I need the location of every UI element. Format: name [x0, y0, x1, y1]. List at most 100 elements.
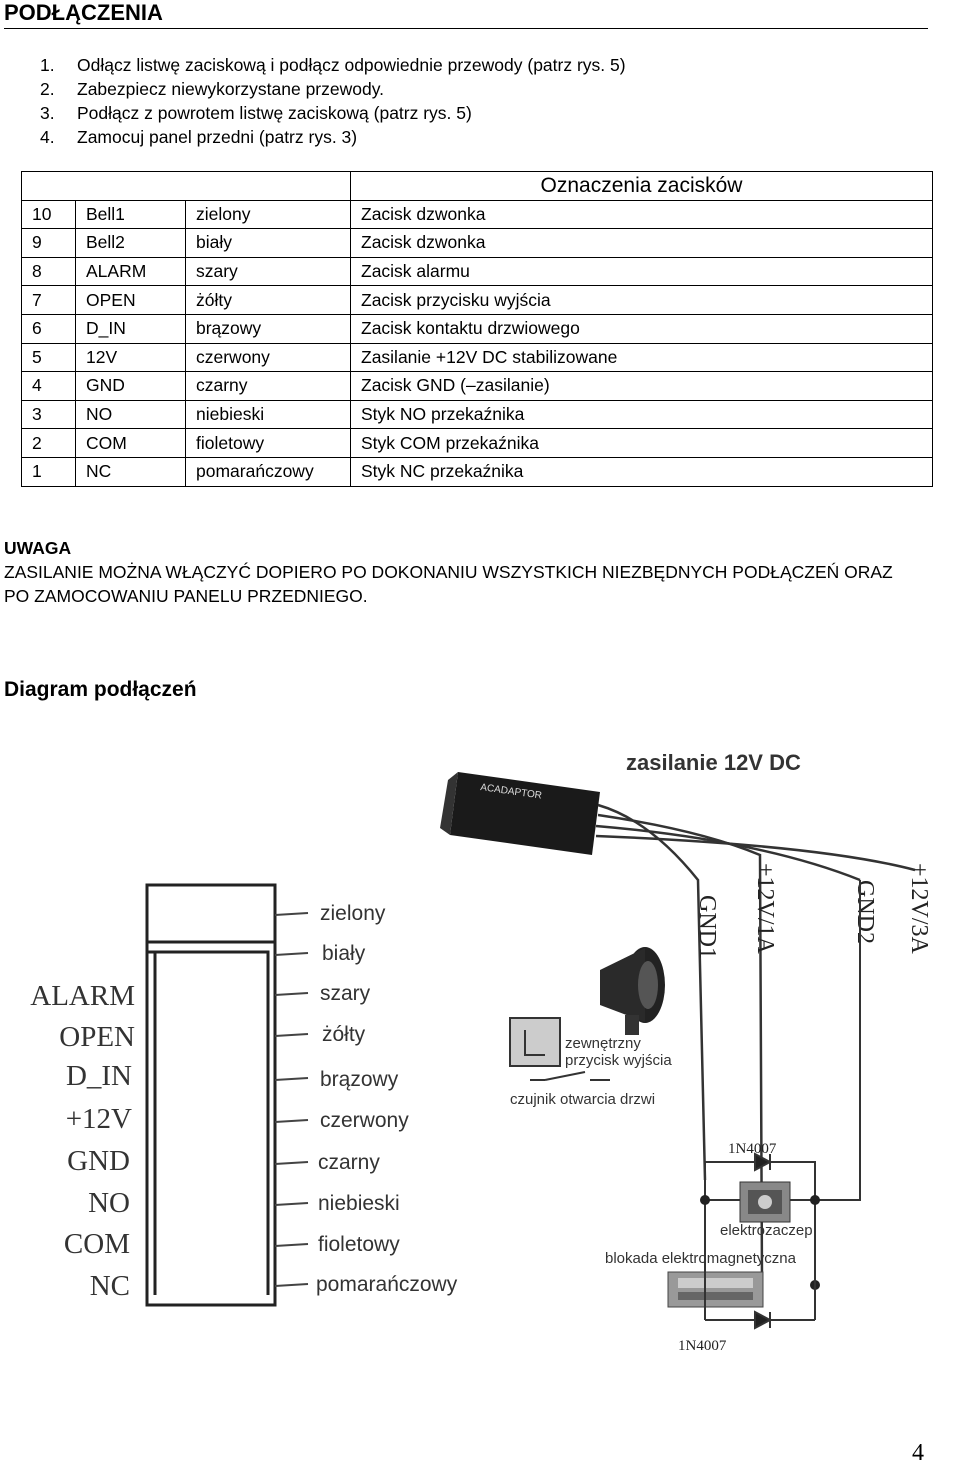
terminal-number: 4 [21, 371, 76, 401]
terminal-description: Styk COM przekaźnika [350, 428, 933, 458]
terminal-name: ALARM [75, 256, 186, 287]
wire-label-orange: pomarańczowy [316, 1273, 458, 1296]
table-header-row: Oznaczenia zacisków [21, 171, 933, 201]
maglock-icon [667, 1271, 764, 1308]
terminal-label-alarm: ALARM [30, 980, 135, 1012]
step-number: 2. [40, 79, 55, 99]
terminal-description: Styk NC przekaźnika [350, 456, 933, 487]
terminal-label-d-in: D_IN [66, 1060, 132, 1092]
step-item: 2.Zabezpiecz niewykorzystane przewody. [40, 77, 626, 101]
siren-icon [600, 947, 665, 1035]
door-sensor-label: czujnik otwarcia drzwi [510, 1091, 655, 1108]
step-text: Odłącz listwę zaciskową i podłącz odpowi… [77, 55, 626, 75]
diode-bottom-label: 1N4007 [678, 1338, 727, 1354]
warning-text: ZASILANIE MOŻNA WŁĄCZYĆ DOPIERO PO DOKON… [4, 562, 893, 606]
wire-label-white: biały [322, 942, 366, 965]
psu-output-labels: GND1 +12V/1A GND2 +12V/3A [694, 863, 932, 959]
terminal-name: COM [75, 428, 186, 458]
power-label: zasilanie 12V DC [626, 750, 801, 775]
wire-color: czarny [185, 371, 351, 401]
wire-color: czerwony [185, 342, 351, 373]
step-number: 1. [40, 55, 55, 75]
wire-color: brązowy [185, 313, 351, 344]
terminal-name: 12V [75, 342, 186, 373]
exit-button-label-line1: zewnętrzny [565, 1035, 641, 1052]
heading-rule [4, 28, 928, 29]
step-item: 4. Zamocuj panel przedni (patrz rys. 3) [40, 125, 626, 149]
wiring-diagram: ALARM OPEN D_IN +12V GND NO COM NC zielo… [30, 750, 932, 1354]
terminal-name: GND [75, 371, 186, 401]
terminal-description: Zacisk alarmu [350, 256, 933, 287]
label-gnd1: GND1 [694, 895, 720, 959]
wire-label-grey: szary [320, 982, 371, 1005]
label-12v-3a: +12V/3A [906, 863, 932, 955]
step-number: 4. [40, 127, 55, 147]
terminal-name: D_IN [75, 313, 186, 344]
terminal-description: Zacisk przycisku wyjścia [350, 285, 933, 315]
wire-color: zielony [185, 199, 351, 230]
terminal-number: 2 [21, 428, 76, 458]
label-gnd2: GND2 [852, 880, 878, 944]
terminal-number: 3 [21, 399, 76, 430]
warning-title: UWAGA [4, 538, 72, 558]
wire-color: żółty [185, 285, 351, 315]
wire-label-brown: brązowy [320, 1068, 399, 1091]
page-number: 4 [912, 1440, 924, 1466]
wire-label-violet: fioletowy [318, 1233, 400, 1256]
terminal-description: Zacisk dzwonka [350, 228, 933, 258]
wire-color: biały [185, 228, 351, 258]
terminal-label-no: NO [88, 1187, 130, 1219]
terminal-number: 8 [21, 256, 76, 287]
terminal-number: 1 [21, 456, 76, 487]
wire-label-red: czerwony [320, 1109, 409, 1132]
wire-label-yellow: żółty [322, 1023, 366, 1046]
wire-color: fioletowy [185, 428, 351, 458]
panel-back [145, 883, 277, 1307]
step-number: 3. [40, 103, 55, 123]
wire-labels: zielony biały szary żółty brązowy czerwo… [316, 902, 458, 1296]
terminal-description: Zacisk GND (–zasilanie) [350, 371, 933, 401]
terminal-name: NO [75, 399, 186, 430]
step-text: Podłącz z powrotem listwę zaciskową (pat… [77, 103, 472, 123]
page-heading: PODŁĄCZENIA [4, 0, 163, 25]
terminal-number: 5 [21, 342, 76, 373]
strike-label: elektrozaczep [720, 1222, 813, 1239]
step-item: 1. Odłącz listwę zaciskową i podłącz odpo… [40, 53, 626, 77]
diode-top-label: 1N4007 [728, 1141, 777, 1157]
table-title: Oznaczenia zacisków [350, 171, 933, 201]
terminal-description: Zacisk dzwonka [350, 199, 933, 230]
door-sensor-icon [530, 1071, 610, 1081]
steps-list: 1. Odłącz listwę zaciskową i podłącz odpo… [40, 53, 626, 149]
terminal-label-com: COM [64, 1228, 130, 1260]
wire-color: niebieski [185, 399, 351, 430]
psu-wires [595, 803, 916, 1281]
power-adaptor: ACADAPTOR [440, 772, 600, 855]
wire-label-blue: niebieski [318, 1192, 400, 1215]
terminal-label-12v: +12V [66, 1103, 132, 1135]
wire-label-green: zielony [320, 902, 386, 925]
terminal-label-nc: NC [90, 1270, 130, 1302]
maglock-label: blokada elektromagnetyczna [605, 1250, 797, 1267]
wire-color: szary [185, 256, 351, 287]
exit-button-label-line2: przycisk wyjścia [565, 1052, 672, 1069]
terminal-number: 6 [21, 313, 76, 344]
terminal-description: Zacisk kontaktu drzwiowego [350, 313, 933, 344]
step-text: Zamocuj panel przedni (patrz rys. 3) [77, 127, 358, 147]
terminal-description: Styk NO przekaźnika [350, 399, 933, 430]
terminal-description: Zasilanie +12V DC stabilizowane [350, 342, 933, 373]
terminal-number: 7 [21, 285, 76, 315]
terminal-name: NC [75, 456, 186, 487]
label-12v-1a: +12V/1A [752, 863, 778, 955]
exit-button-icon [509, 1017, 561, 1067]
terminal-label-open: OPEN [59, 1021, 135, 1053]
terminal-number: 10 [21, 199, 76, 230]
